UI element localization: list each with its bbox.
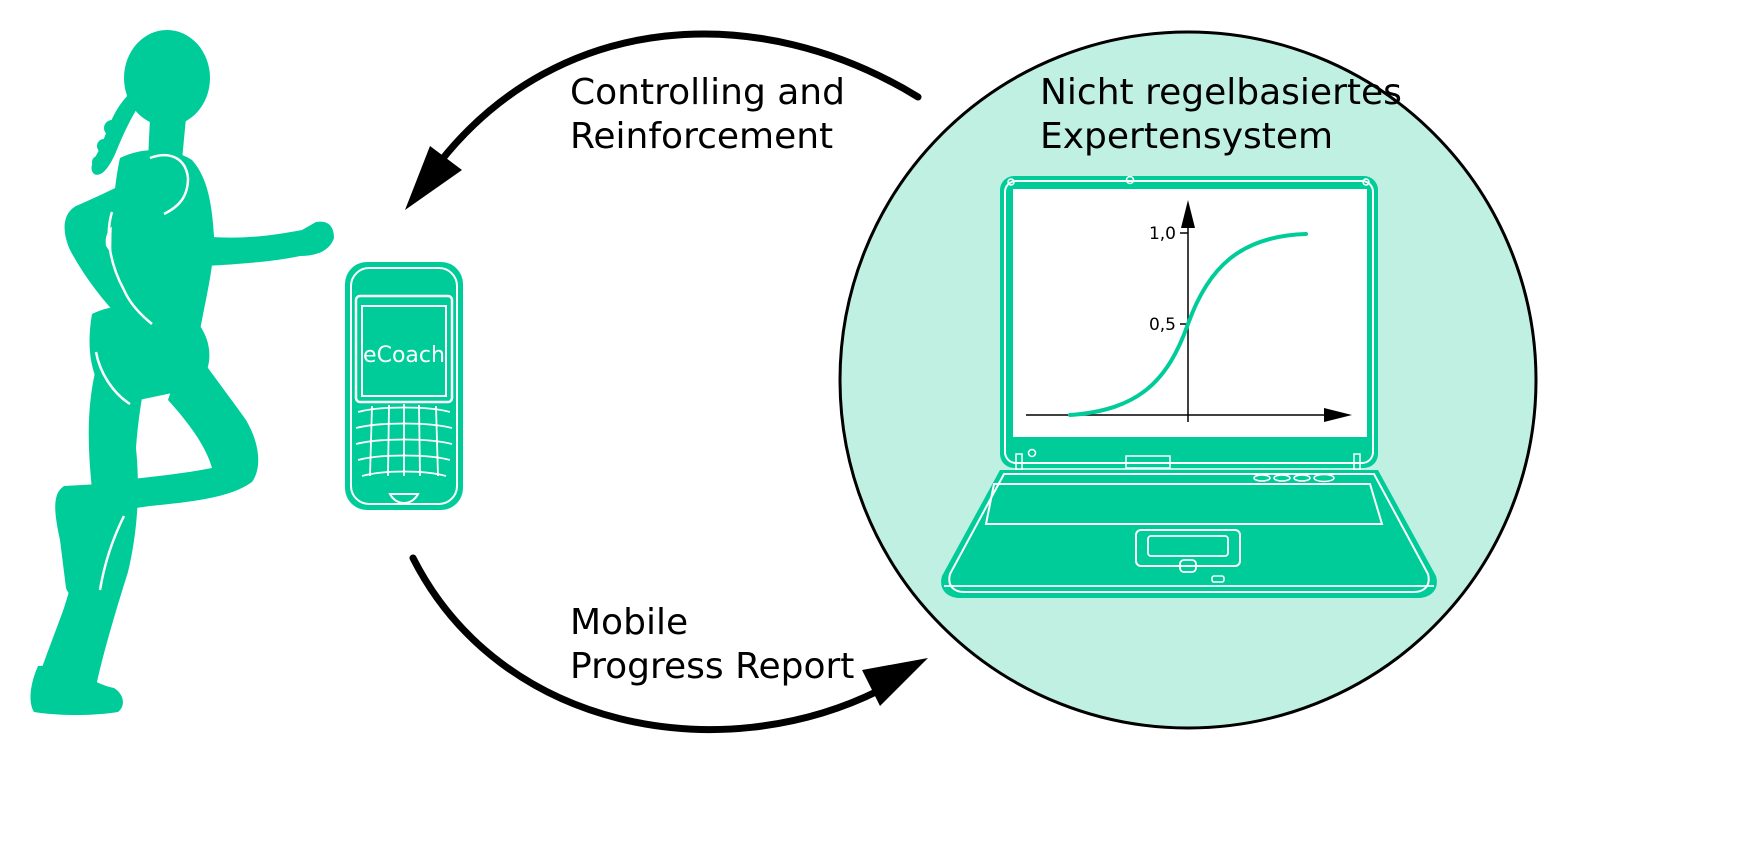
- controlling-label-line2: Reinforcement: [570, 116, 833, 157]
- ecoach-screen-text: eCoach: [363, 343, 445, 368]
- runner-contours: [94, 153, 190, 591]
- sigmoid-graph: 1,0 0,5: [1026, 200, 1352, 422]
- runner-icon: [30, 30, 334, 715]
- graph-x-arrow: [1324, 408, 1352, 422]
- arrow-icon: [405, 30, 922, 210]
- arrow-icon-bottom: [409, 554, 928, 734]
- laptop-icon: [941, 175, 1437, 598]
- graph-sigmoid-curve: [1068, 232, 1308, 417]
- mobile-label-line2: Progress Report: [570, 646, 854, 687]
- graph-tick-label-1: 1,0: [1149, 224, 1176, 244]
- phone-icon: [345, 262, 463, 510]
- graph-y-arrow: [1181, 200, 1195, 228]
- expert-label-line2: Expertensystem: [1040, 116, 1333, 157]
- graph-tick-label-05: 0,5: [1149, 315, 1176, 335]
- mobile-label-line1: Mobile: [570, 602, 688, 643]
- expert-label-line1: Nicht regelbasiertes: [1040, 72, 1402, 113]
- controlling-label-line1: Controlling and: [570, 72, 845, 113]
